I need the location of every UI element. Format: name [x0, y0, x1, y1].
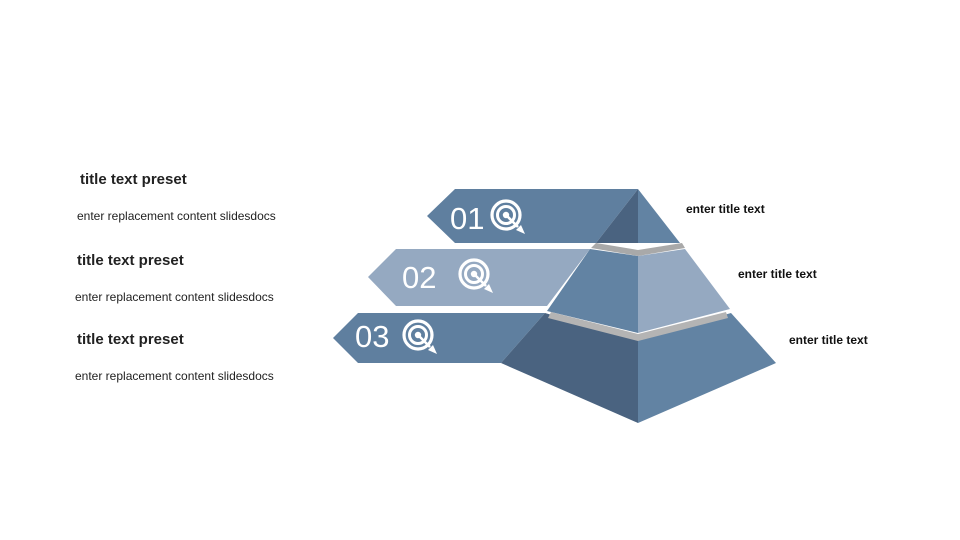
level-number-03: 03	[355, 319, 389, 354]
pyramid-tier-3-left-face	[501, 313, 638, 423]
pyramid-tier-1-left-face	[596, 189, 638, 243]
level-number-01: 01	[450, 201, 484, 236]
level-label-01: enter title text	[686, 202, 765, 216]
left-item-2-title: title text preset	[77, 252, 184, 269]
pyramid-tier-2-separator	[591, 243, 685, 256]
arrow-banner-01	[427, 189, 638, 243]
left-item-1-title: title text preset	[80, 171, 187, 188]
pyramid-tier-2-left-face	[547, 249, 638, 333]
pyramid-tier-2-right-face	[638, 249, 730, 333]
level-label-03: enter title text	[789, 333, 868, 347]
pyramid-tier-3-right-face	[638, 313, 776, 423]
left-item-2-body: enter replacement content slidesdocs	[75, 290, 274, 304]
left-item-3-title: title text preset	[77, 331, 184, 348]
level-label-02: enter title text	[738, 267, 817, 281]
arrow-banner-03	[333, 313, 545, 363]
level-number-02: 02	[402, 260, 436, 295]
pyramid-tier-1-right-face	[638, 189, 680, 243]
left-item-1-body: enter replacement content slidesdocs	[77, 209, 276, 223]
left-item-3-body: enter replacement content slidesdocs	[75, 369, 274, 383]
pyramid-tier-3-separator	[548, 312, 728, 341]
